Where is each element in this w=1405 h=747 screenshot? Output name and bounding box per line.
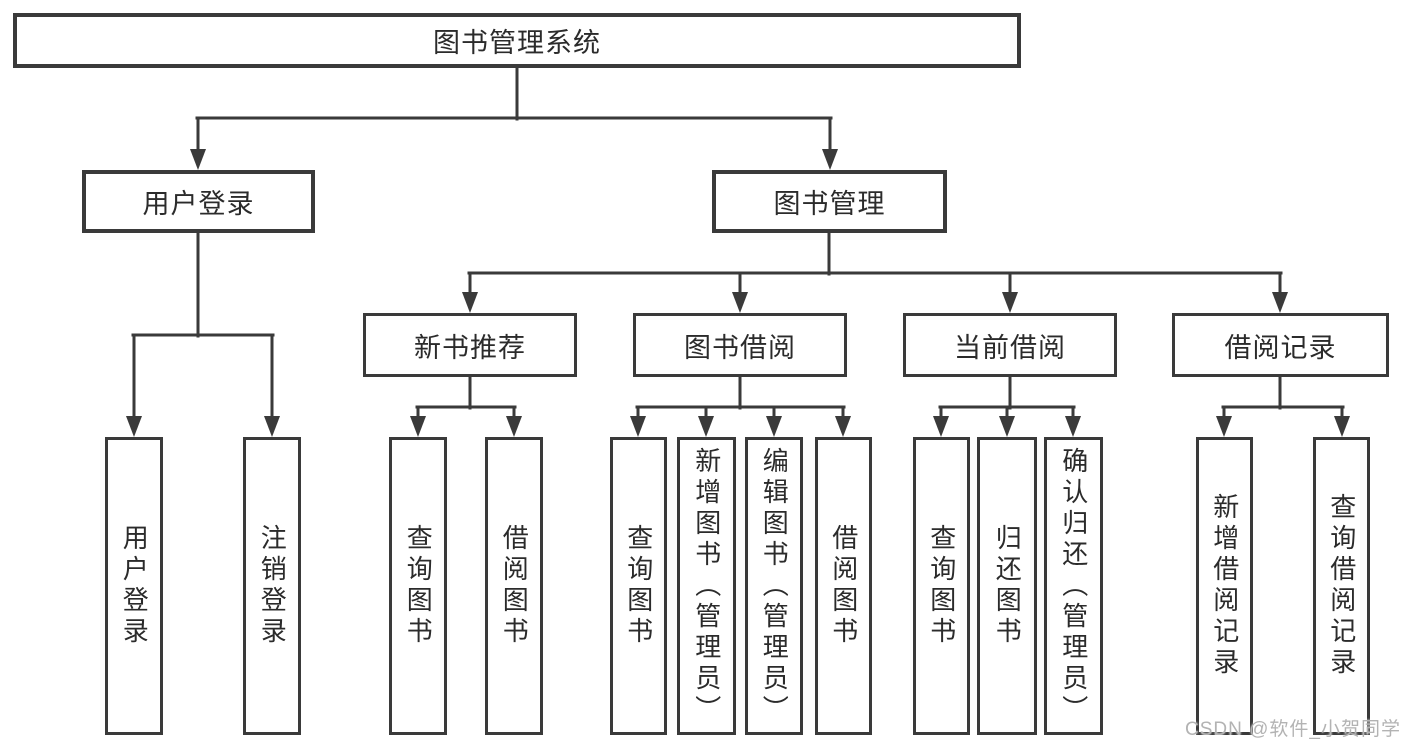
leaf-label: 确认归还（管理员） xyxy=(1058,446,1089,726)
leaf-label: 编辑图书（管理员） xyxy=(759,446,790,726)
leaf-label: 查询图书 xyxy=(623,524,654,648)
leaf-label: 借阅图书 xyxy=(499,524,530,648)
node-book-borrow: 图书借阅 xyxy=(633,313,847,377)
node-label: 图书借阅 xyxy=(684,332,796,363)
connector-current-split xyxy=(938,374,1076,421)
leaf-records-add-record: 新增借阅记录 xyxy=(1196,437,1253,735)
leaf-current-return-books: 归还图书 xyxy=(977,437,1037,735)
node-label: 图书管理系统 xyxy=(433,28,601,58)
leaf-user-login: 用户登录 xyxy=(105,437,163,735)
node-label: 借阅记录 xyxy=(1224,332,1337,363)
node-new-book-recommend: 新书推荐 xyxy=(363,313,577,377)
leaf-label: 新增借阅记录 xyxy=(1209,493,1240,679)
node-label: 图书管理 xyxy=(773,189,886,219)
connector-root-split xyxy=(195,66,833,154)
leaf-borrow-add-books-admin: 新增图书（管理员） xyxy=(677,437,736,735)
leaf-records-query-record: 查询借阅记录 xyxy=(1313,437,1370,735)
leaf-label: 注销登录 xyxy=(257,524,288,648)
node-borrow-records: 借阅记录 xyxy=(1172,313,1389,377)
leaf-logout: 注销登录 xyxy=(243,437,301,735)
node-book-management: 图书管理 xyxy=(712,170,947,233)
watermark-text: CSDN @软件_小贺同学 xyxy=(1185,719,1401,740)
leaf-label: 借阅图书 xyxy=(828,524,859,648)
leaf-recommend-borrow-books: 借阅图书 xyxy=(485,437,543,735)
connector-records-split xyxy=(1221,374,1345,421)
leaf-current-query-books: 查询图书 xyxy=(913,437,970,735)
leaf-borrow-query-books: 查询图书 xyxy=(610,437,667,735)
node-user-login: 用户登录 xyxy=(82,170,315,233)
leaf-current-confirm-return-admin: 确认归还（管理员） xyxy=(1044,437,1103,735)
connector-userlogin-split xyxy=(131,230,275,421)
connector-borrow-split xyxy=(635,374,846,421)
node-label: 新书推荐 xyxy=(414,332,526,363)
leaf-label: 用户登录 xyxy=(119,524,150,648)
node-label: 当前借阅 xyxy=(954,332,1066,363)
node-system-title: 图书管理系统 xyxy=(13,13,1021,68)
leaf-label: 归还图书 xyxy=(992,524,1023,648)
leaf-label: 查询图书 xyxy=(403,524,434,648)
connector-bookmanage-split xyxy=(467,230,1283,297)
leaf-recommend-query-books: 查询图书 xyxy=(389,437,447,735)
leaf-label: 查询借阅记录 xyxy=(1326,493,1357,679)
leaf-label: 新增图书（管理员） xyxy=(691,446,722,726)
connector-recommend-split xyxy=(415,374,517,421)
node-current-borrow: 当前借阅 xyxy=(903,313,1117,377)
leaf-borrow-borrow-books: 借阅图书 xyxy=(815,437,872,735)
leaf-borrow-edit-books-admin: 编辑图书（管理员） xyxy=(745,437,803,735)
leaf-label: 查询图书 xyxy=(926,524,957,648)
node-label: 用户登录 xyxy=(142,189,255,219)
